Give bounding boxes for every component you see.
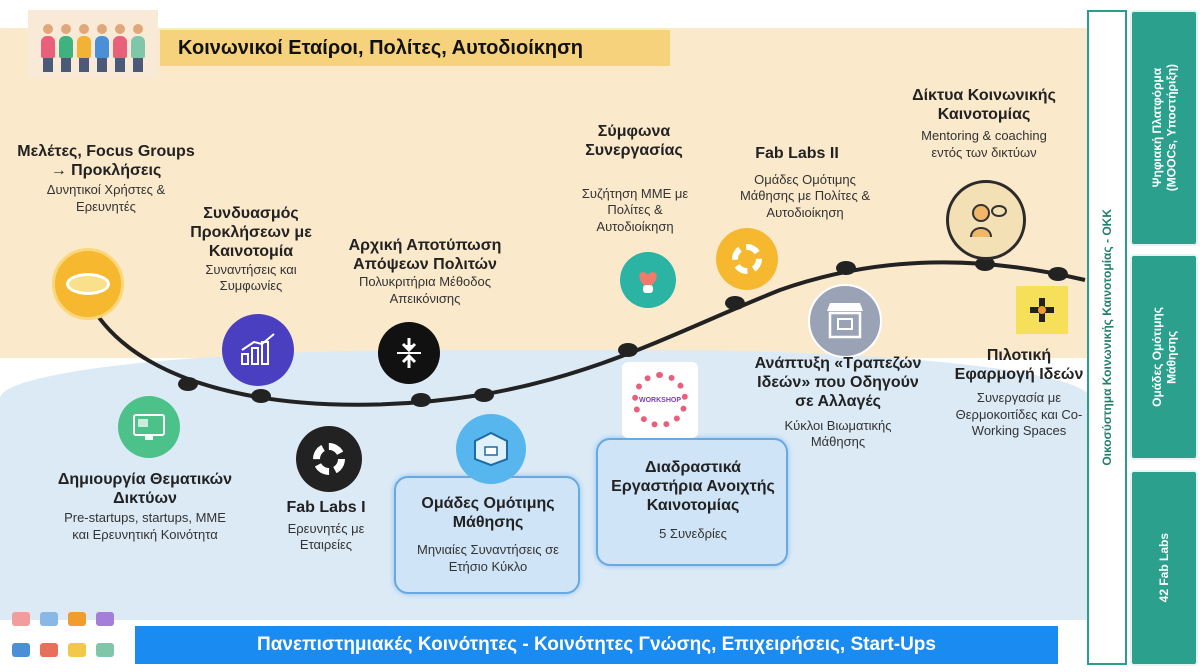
step-agreements: Σύμφωνα Συνεργασίας [584,122,684,160]
monitor-icon [118,396,180,458]
workshop-icon: WORKSHOP [622,362,698,438]
store-icon [808,284,882,358]
step-fablabs1: Fab Labs I Ερευνητές με Εταιρείες [266,498,386,554]
step-peer: Ομάδες Ομότιμης Μάθησης Μηνιαίες Συναντή… [396,494,580,575]
step-capture-title: Αρχική Αποτύπωση Απόψεων Πολιτών [348,237,502,274]
workshop-icon-ring: WORKSHOP [632,372,688,428]
step-peer-title: Ομάδες Ομότιμης Μάθησης [421,495,555,532]
step-fablabs2-sub: Ομάδες Ομότιμης Μάθησης με Πολίτες & Αυτ… [739,172,871,220]
ecosystem-frame [1087,10,1127,665]
step-studies: Μελέτες, Focus Groups → Προκλήσεις Δυνητ… [6,142,206,215]
step-fablabs2-sub-wrap: Ομάδες Ομότιμης Μάθησης με Πολίτες & Αυτ… [730,172,880,221]
step-studies-title2: → Προκλήσεις [50,162,162,180]
side-box-peer-label: Ομάδες Ομότιμης Μάθησης [1149,307,1178,407]
step-thematic: Δημιουργία Θεματικών Δικτύων Pre-startup… [40,470,250,543]
heart-hand-icon [620,252,676,308]
timeline-node [618,343,638,357]
ecosystem-label: Οικοσύστημα Κοινωνικής Καινοτομίας - ΟΚΚ [1100,209,1114,466]
community-icons [10,610,128,670]
timeline-node [1048,267,1068,281]
step-agreements-sub: Συζήτηση ΜΜΕ με Πολίτες & Αυτοδιοίκηση [581,186,689,234]
peer-box [394,476,580,594]
step-pilot-sub: Συνεργασία με Θερμοκοιτίδες και Co-Worki… [955,390,1083,438]
fablab-dark-icon [296,426,362,492]
step-capture: Αρχική Αποτύπωση Απόψεων Πολιτών Πολυκρι… [330,236,520,307]
step-workshops: Διαδραστικά Εργαστήρια Ανοιχτής Καινοτομ… [600,458,786,542]
step-fablabs1-sub: Ερευνητές με Εταιρείες [287,521,365,553]
step-combine-sub: Συναντήσεις και Συμφωνίες [205,261,297,293]
step-agreements-title: Σύμφωνα Συνεργασίας [585,123,683,160]
step-tables-title: Ανάπτυξη «Τραπεζών Ιδεών» που Οδηγούν σε… [754,355,922,411]
box-icon [456,414,526,484]
top-background-band [0,28,1090,358]
fablab-icon [716,228,778,290]
step-studies-title1: Μελέτες, Focus Groups [17,143,195,160]
top-banner-title: Κοινωνικοί Εταίροι, Πολίτες, Αυτοδιοίκησ… [178,36,584,59]
side-box-fablabs-label: 42 Fab Labs [1156,533,1171,603]
step-networks: Δίκτυα Κοινωνικής Καινοτομίας Mentoring … [904,86,1064,161]
workshops-box [596,438,788,566]
bottom-banner: Πανεπιστημιακές Κοινότητες - Κοινότητες … [135,626,1058,664]
side-box-platform-label: Ψηφιακή Πλατφόρμα (MOOCs, Υποστήριξη) [1149,64,1178,192]
step-pilot-title: Πιλοτική Εφαρμογή Ιδεών [954,347,1084,384]
speaker-icon [946,180,1026,260]
step-networks-title: Δίκτυα Κοινωνικής Καινοτομίας [912,87,1056,124]
timeline-node [411,393,431,407]
top-banner: Κοινωνικοί Εταίροι, Πολίτες, Αυτοδιοίκησ… [160,30,670,66]
step-tables-sub: Κύκλοι Βιωματικής Μάθησης [784,417,892,449]
step-networks-sub: Mentoring & coaching εντός των δικτύων [921,128,1047,160]
timeline-wave [86,257,1086,407]
step-workshops-sub: 5 Συνεδρίες [659,525,727,541]
ecosystem-label-wrap: Οικοσύστημα Κοινωνικής Καινοτομίας - ΟΚΚ [1088,10,1126,665]
chart-icon [222,314,294,386]
timeline-node [975,257,995,271]
side-box-peer: Ομάδες Ομότιμης Μάθησης [1130,254,1198,460]
step-thematic-title: Δημιουργία Θεματικών Δικτύων [57,471,233,508]
step-agreements-sub-wrap: Συζήτηση ΜΜΕ με Πολίτες & Αυτοδιοίκηση [578,186,692,235]
step-workshops-title: Διαδραστικά Εργαστήρια Ανοιχτής Καινοτομ… [611,459,775,515]
step-combine-title: Συνδυασμός Προκλήσεων με Καινοτομία [190,205,312,261]
timeline-node [725,296,745,310]
timeline-node [178,377,198,391]
side-box-platform: Ψηφιακή Πλατφόρμα (MOOCs, Υποστήριξη) [1130,10,1198,246]
step-thematic-sub: Pre-startups, startups, ΜΜΕ και Ερευνητι… [64,510,226,542]
side-box-fablabs: 42 Fab Labs [1130,470,1198,666]
step-studies-sub: Δυνητικοί Χρήστες & Ερευνητές [46,182,166,214]
coin-icon [52,248,124,320]
timeline-node [474,388,494,402]
step-tables: Ανάπτυξη «Τραπεζών Ιδεών» που Οδηγούν σε… [748,354,928,450]
cross-icon [1016,286,1068,334]
step-combine: Συνδυασμός Προκλήσεων με Καινοτομία Συνα… [180,204,322,294]
timeline-node [836,261,856,275]
step-fablabs2-title: Fab Labs II [755,145,839,162]
step-fablabs1-title: Fab Labs I [286,499,366,516]
timeline-node [251,389,271,403]
step-capture-sub: Πολυκριτήρια Μέθοδος Απεικόνισης [358,274,492,306]
compress-icon [378,322,440,384]
bottom-banner-title: Πανεπιστημιακές Κοινότητες - Κοινότητες … [257,634,936,655]
step-pilot: Πιλοτική Εφαρμογή Ιδεών Συνεργασία με Θε… [954,346,1084,439]
people-icon [28,10,158,78]
step-fablabs2: Fab Labs II [742,144,852,163]
step-peer-sub: Μηνιαίες Συναντήσεις σε Ετήσιο Κύκλο [417,542,559,574]
